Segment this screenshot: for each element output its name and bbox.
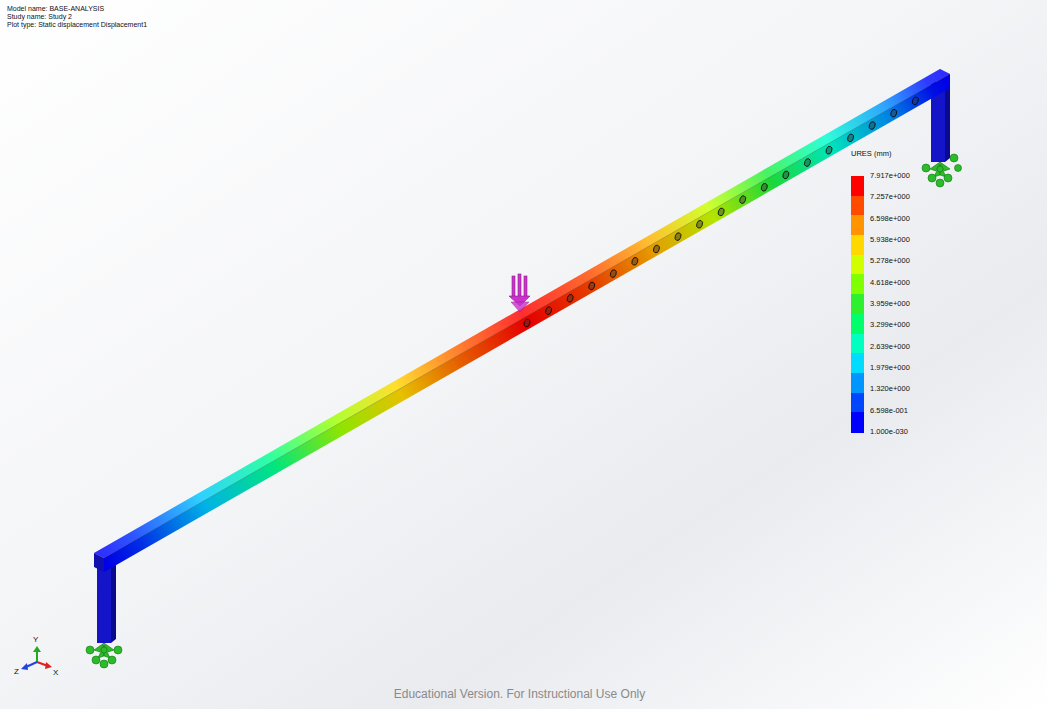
bolt-hole bbox=[696, 220, 704, 229]
plot-type: Plot type: Static displacement Displacem… bbox=[7, 21, 147, 28]
bolt-hole bbox=[803, 158, 811, 167]
color-swatch bbox=[851, 353, 864, 373]
bolt-hole bbox=[523, 318, 531, 327]
beam-front-face bbox=[104, 74, 950, 572]
legend-value: 6.598e-001 bbox=[870, 407, 908, 415]
legend-title: URES (mm) bbox=[851, 150, 891, 158]
beam-edge bbox=[104, 74, 950, 558]
legend-value: 1.979e+000 bbox=[870, 364, 910, 372]
beam-front-shade bbox=[104, 74, 950, 572]
load-arrows bbox=[509, 274, 530, 312]
legend-value: 6.598e+000 bbox=[870, 215, 910, 223]
color-swatch bbox=[851, 176, 864, 196]
bolt-hole bbox=[890, 108, 898, 117]
color-swatch bbox=[851, 235, 864, 255]
bolt-hole bbox=[631, 257, 639, 266]
bolt-hole bbox=[566, 294, 574, 303]
bolt-hole bbox=[717, 207, 725, 216]
legend-value: 3.959e+000 bbox=[870, 300, 910, 308]
legend-value: 7.257e+000 bbox=[870, 193, 910, 201]
bolt-hole bbox=[674, 232, 682, 241]
study-name: Study name: Study 2 bbox=[7, 13, 72, 20]
color-swatch bbox=[851, 294, 864, 314]
legend-value: 2.639e+000 bbox=[870, 343, 910, 351]
bolt-hole bbox=[609, 269, 617, 278]
color-swatch bbox=[851, 393, 864, 413]
bolt-hole bbox=[911, 96, 919, 105]
beam-top-face bbox=[94, 69, 950, 558]
watermark: Educational Version. For Instructional U… bbox=[0, 688, 1043, 700]
beam-end-cap bbox=[94, 553, 104, 572]
legend-value: 1.320e+000 bbox=[870, 385, 910, 393]
legend-value: 3.299e+000 bbox=[870, 321, 910, 329]
hole-row bbox=[523, 96, 919, 328]
bolt-hole bbox=[868, 121, 876, 130]
bolt-hole bbox=[545, 306, 553, 315]
axis-triad bbox=[21, 646, 52, 670]
color-swatch bbox=[851, 412, 864, 432]
legend-value: 5.938e+000 bbox=[870, 236, 910, 244]
model-name: Model name: BASE-ANALYSIS bbox=[7, 5, 104, 12]
color-swatch bbox=[851, 274, 864, 294]
legend-value: 5.278e+000 bbox=[870, 257, 910, 265]
legend-value: 7.917e+000 bbox=[870, 172, 910, 180]
fixture-symbol bbox=[86, 643, 122, 668]
legend-value: 4.618e+000 bbox=[870, 279, 910, 287]
color-swatch bbox=[851, 334, 864, 354]
legend-value: 1.000e-030 bbox=[870, 428, 908, 436]
bolt-hole bbox=[847, 133, 855, 142]
axis-label: Z bbox=[14, 668, 19, 676]
color-swatch bbox=[851, 196, 864, 216]
color-swatch bbox=[851, 255, 864, 275]
color-swatch bbox=[851, 215, 864, 235]
beam-top-shade bbox=[94, 69, 950, 558]
fixture-symbol bbox=[922, 154, 962, 187]
bolt-hole bbox=[739, 195, 747, 204]
bolt-hole bbox=[782, 170, 790, 179]
bolt-hole bbox=[588, 281, 596, 290]
axis-label: X bbox=[53, 669, 58, 677]
color-swatch bbox=[851, 314, 864, 334]
left-leg bbox=[97, 558, 116, 643]
bolt-hole bbox=[760, 183, 768, 192]
axis-label: Y bbox=[33, 636, 38, 644]
color-swatch bbox=[851, 373, 864, 393]
bolt-hole bbox=[652, 244, 660, 253]
bolt-hole bbox=[825, 145, 833, 154]
